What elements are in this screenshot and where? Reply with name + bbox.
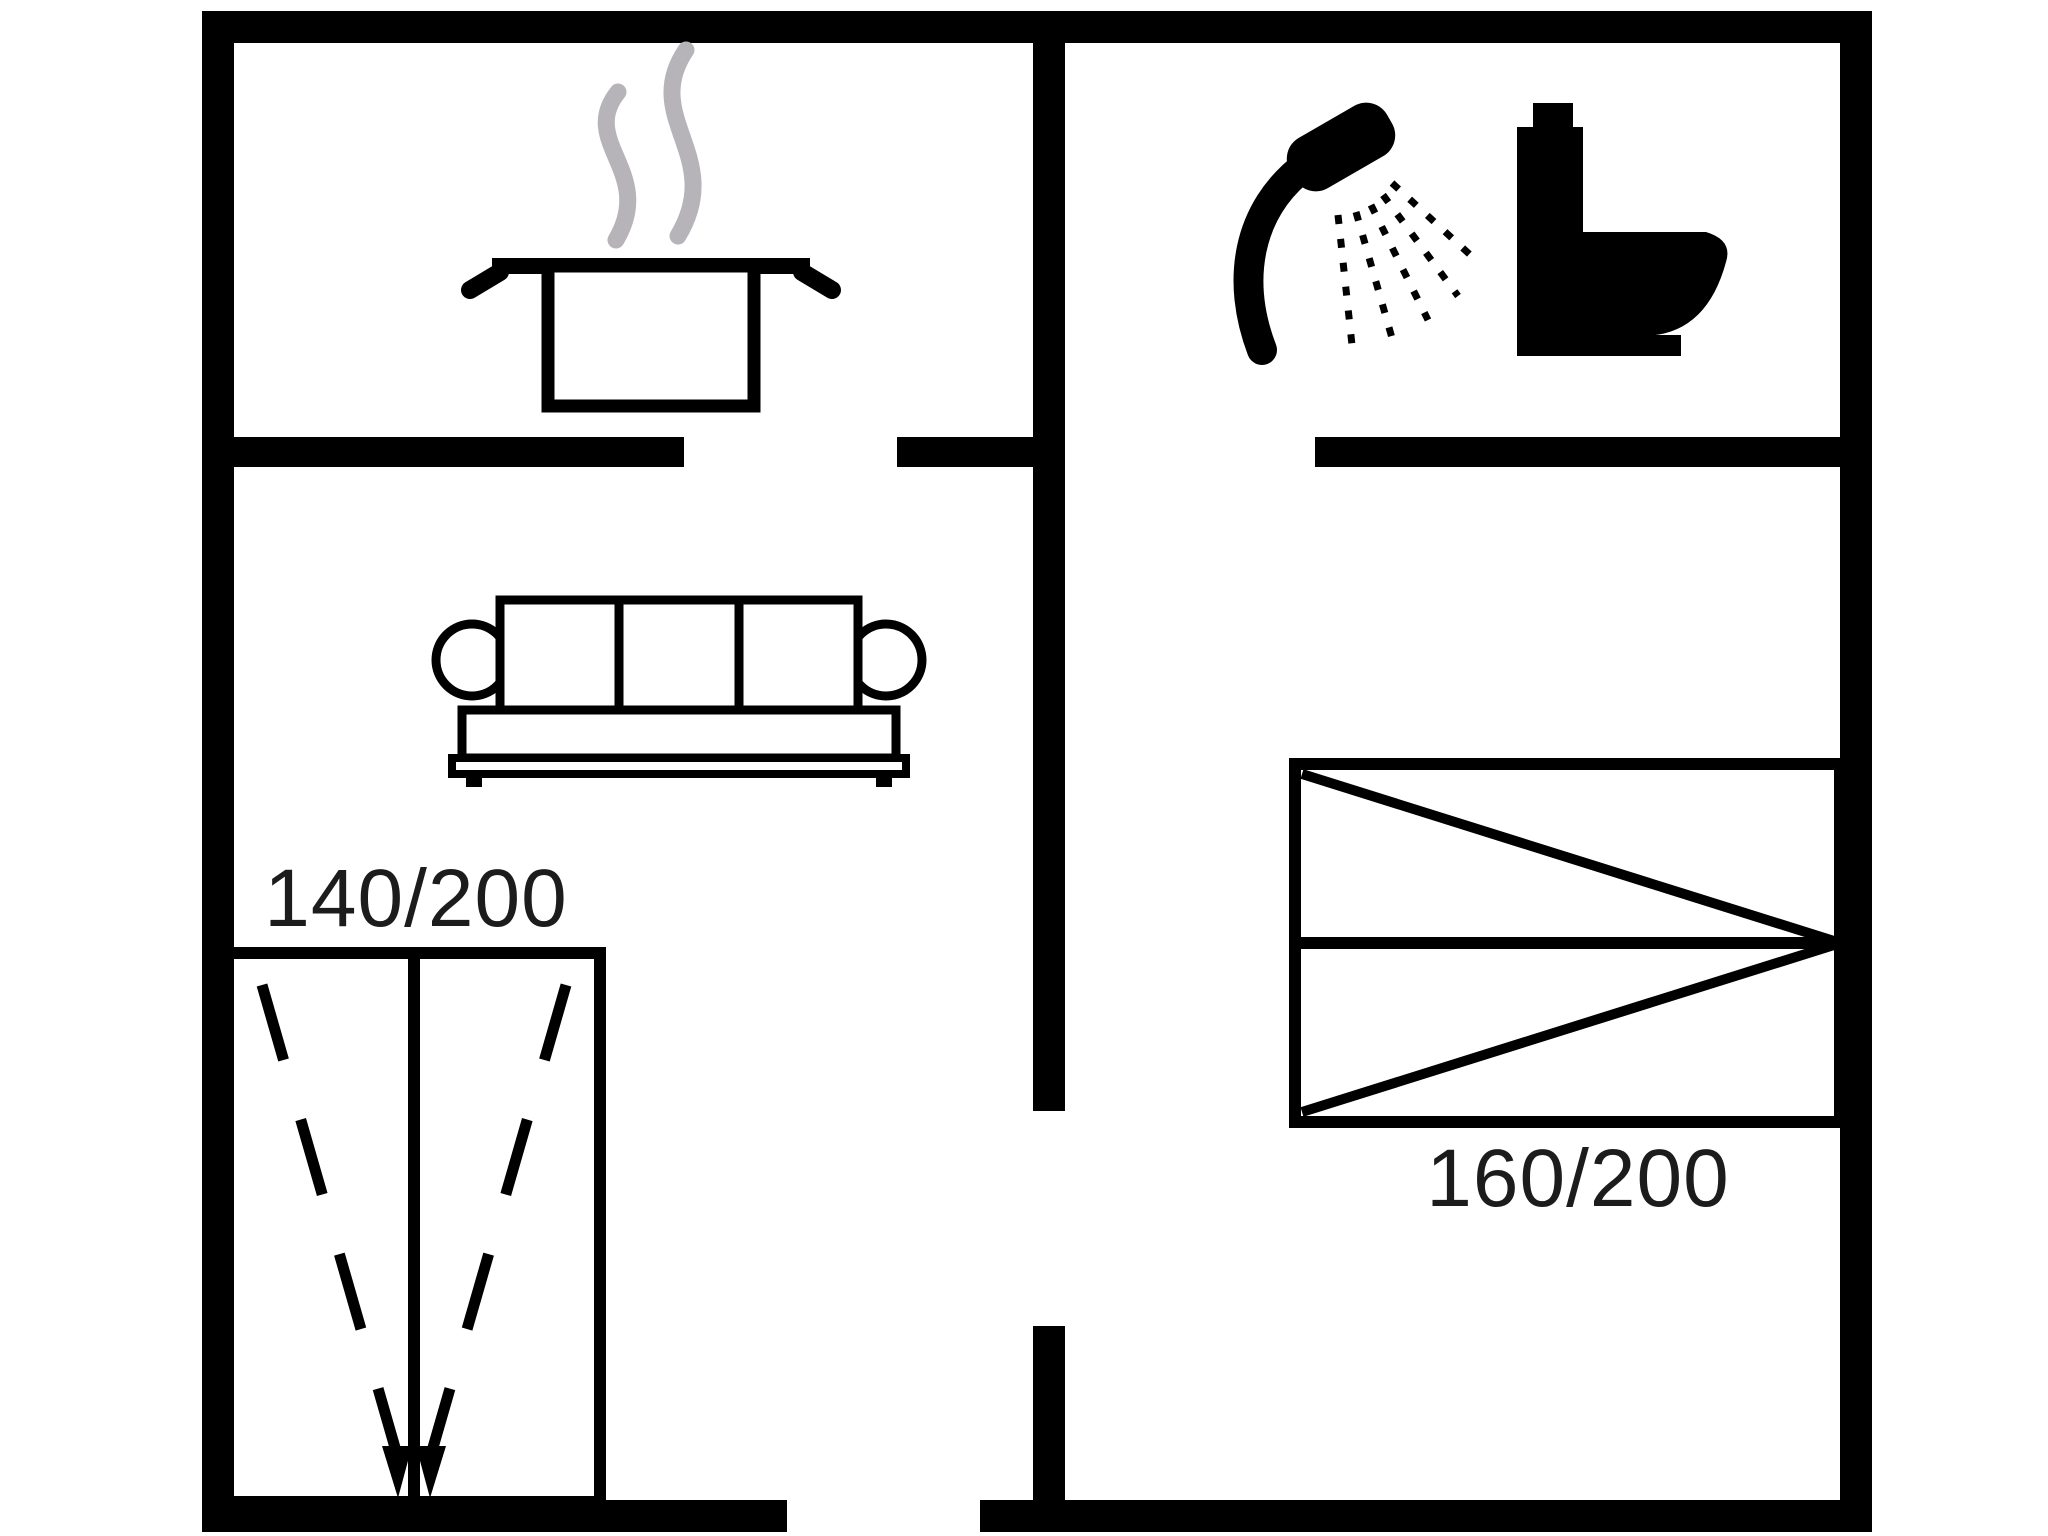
toilet-icon (1517, 103, 1728, 356)
double-bed-icon (1289, 758, 1846, 1128)
cooking-pot-icon (461, 258, 841, 413)
double-door-bed-icon (222, 947, 606, 1508)
wall-divider-upper (1033, 11, 1065, 1111)
wall-bottom-right (980, 1500, 1872, 1532)
walls (202, 11, 1872, 1532)
wall-kitchen-b (897, 437, 1037, 467)
bed-left-size-label: 140/200 (264, 853, 568, 944)
steam-icon (597, 41, 702, 249)
wall-divider-lower (1033, 1326, 1065, 1532)
shower-icon (1233, 102, 1481, 365)
sofa-icon (431, 595, 927, 787)
wall-kitchen-a (234, 437, 684, 467)
bed-right-size-label: 160/200 (1426, 1133, 1730, 1224)
wall-bathroom (1315, 437, 1840, 467)
